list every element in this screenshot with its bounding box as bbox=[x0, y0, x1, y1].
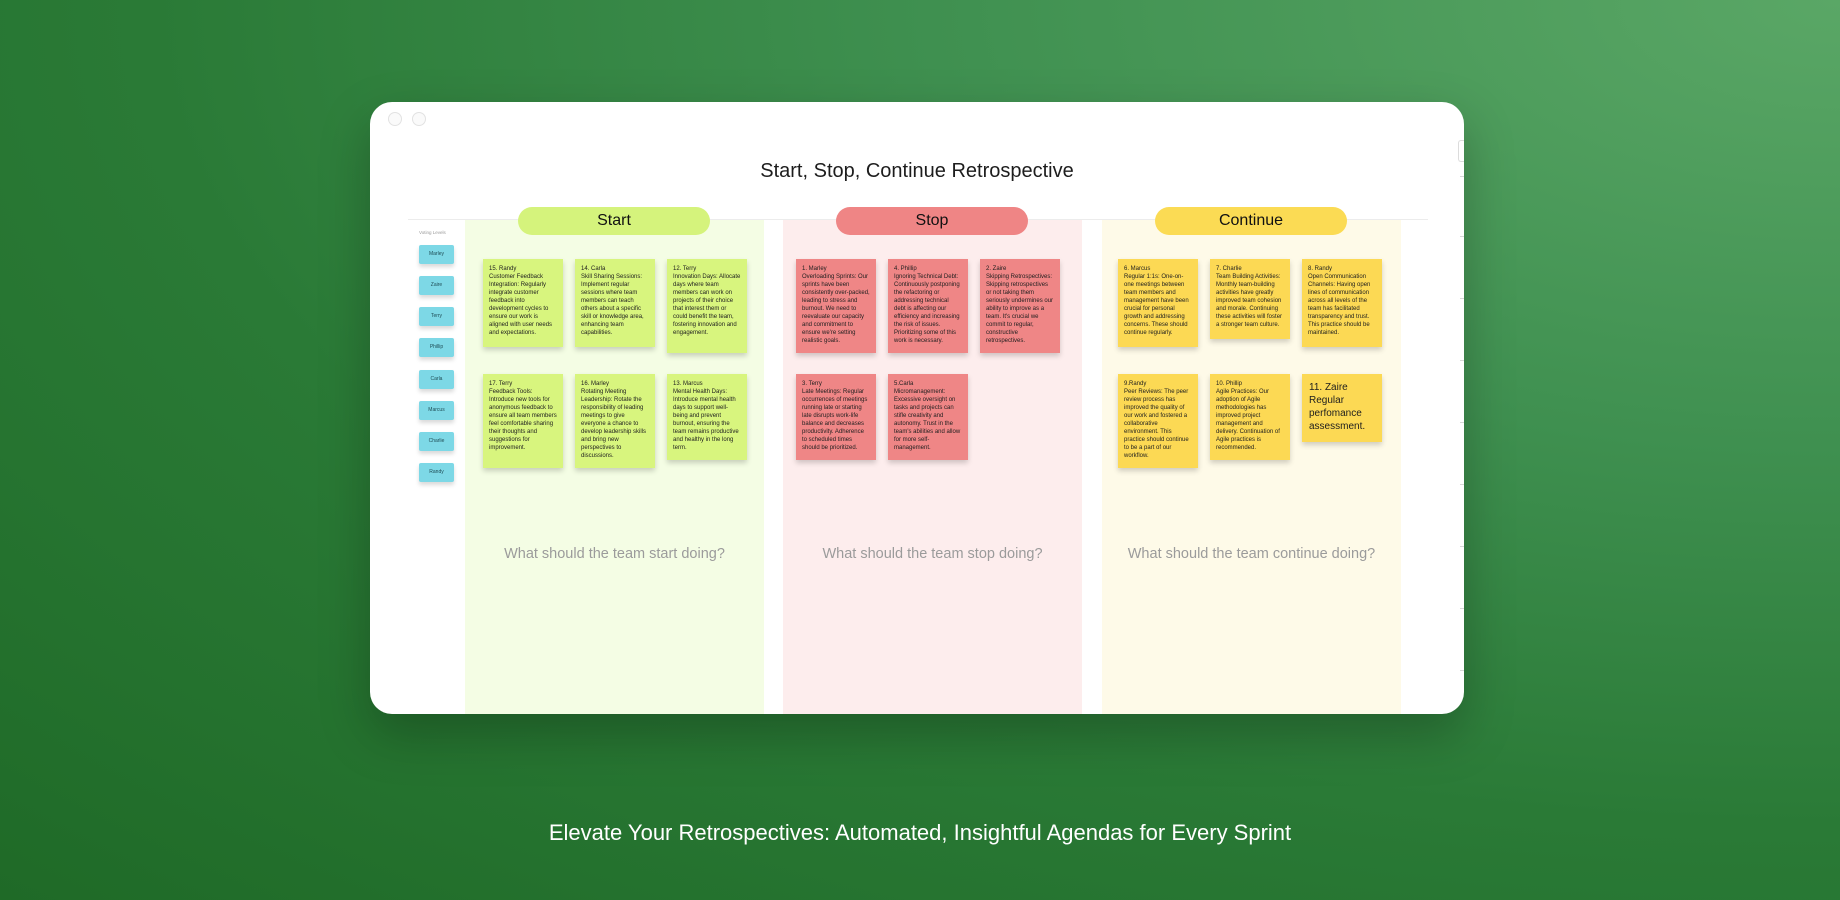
stop-column-prompt: What should the team stop doing? bbox=[822, 546, 1043, 562]
window-dot-icon[interactable] bbox=[412, 112, 426, 126]
start-column-header[interactable]: Start bbox=[518, 207, 710, 235]
voting-label: Voting Levels bbox=[419, 230, 446, 235]
start-column-prompt: What should the team start doing? bbox=[504, 546, 725, 562]
voter-tag[interactable]: Marcus bbox=[419, 401, 454, 420]
panel-handle[interactable] bbox=[1458, 140, 1464, 162]
voter-tag[interactable]: Charlie bbox=[419, 432, 454, 451]
tagline: Elevate Your Retrospectives: Automated, … bbox=[548, 820, 1292, 845]
voter-tag[interactable]: Marley bbox=[419, 245, 454, 264]
scroll-ruler bbox=[1458, 132, 1464, 692]
voter-tag[interactable]: Phillip bbox=[419, 338, 454, 357]
voter-tag[interactable]: Terry bbox=[419, 307, 454, 326]
voter-tag[interactable]: Zaire bbox=[419, 276, 454, 295]
board-title: Start, Stop, Continue Retrospective bbox=[760, 160, 1074, 182]
window-controls bbox=[388, 112, 426, 126]
voter-tag[interactable]: Randy bbox=[419, 463, 454, 482]
continue-column-prompt: What should the team continue doing? bbox=[1127, 546, 1376, 562]
app-window: Start, Stop, Continue Retrospective Voti… bbox=[370, 102, 1464, 714]
stop-column-header[interactable]: Stop bbox=[836, 207, 1028, 235]
window-dot-icon[interactable] bbox=[388, 112, 402, 126]
voter-tag[interactable]: Carla bbox=[419, 370, 454, 389]
continue-column-header[interactable]: Continue bbox=[1155, 207, 1347, 235]
